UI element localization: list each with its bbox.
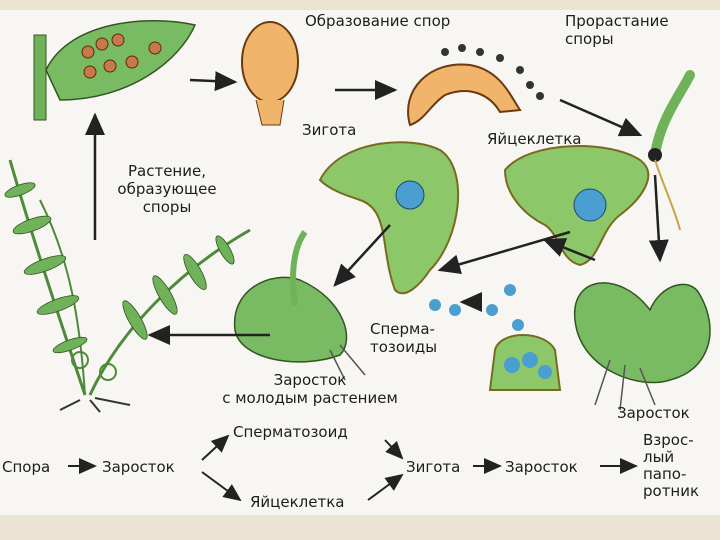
flow-adult-3: папо-	[643, 465, 687, 483]
spermatozoids	[429, 284, 524, 331]
flow-adult-fern: Взрос- лый папо- ротник	[643, 432, 699, 500]
label-prothallus: Заросток	[617, 404, 690, 422]
flow-egg: Яйцеклетка	[250, 493, 345, 511]
label-zygote: Зигота	[302, 121, 357, 139]
prothallus-with-young-plant	[233, 230, 366, 381]
leaf-with-sori	[33, 20, 197, 121]
opening-sporangium	[407, 44, 544, 127]
flow-spore: Спора	[2, 458, 51, 476]
flow-adult-4: ротник	[643, 482, 700, 500]
flow-arrows	[68, 434, 638, 502]
cycle-arrows	[85, 71, 669, 345]
diagram-canvas	[0, 10, 720, 515]
germinating-spore	[648, 70, 695, 231]
sporangium	[241, 21, 299, 126]
adult-fern	[4, 159, 251, 413]
archegonium	[318, 141, 460, 295]
label-plant-3: споры	[142, 198, 192, 216]
flow-prothallus-2: Заросток	[505, 458, 578, 476]
flow-adult-2: лый	[643, 448, 675, 466]
label-spore-germination-2: споры	[565, 30, 614, 48]
label-prothallus-young-1: Заросток	[273, 371, 347, 389]
label-prothallus-young-2: с молодым растением	[222, 389, 398, 407]
label-egg-cell: Яйцеклетка	[487, 130, 582, 148]
label-spore-formation: Образование спор	[305, 12, 451, 30]
label-plant-2: образующее	[117, 180, 217, 198]
archegonium-right	[503, 145, 650, 267]
label-sperm-1: Сперма-	[370, 320, 435, 338]
antheridium	[488, 334, 562, 391]
label-sperm-2: тозоиды	[370, 338, 438, 356]
flow-zygote: Зигота	[406, 458, 461, 476]
label-plant-1: Растение,	[127, 162, 206, 180]
flow-sperm: Сперматозоид	[233, 423, 348, 441]
label-spore-germination-1: Прорастание	[565, 12, 669, 30]
flow-prothallus-1: Заросток	[102, 458, 175, 476]
flow-adult-1: Взрос-	[643, 431, 694, 449]
prothallus-heart	[574, 282, 711, 411]
